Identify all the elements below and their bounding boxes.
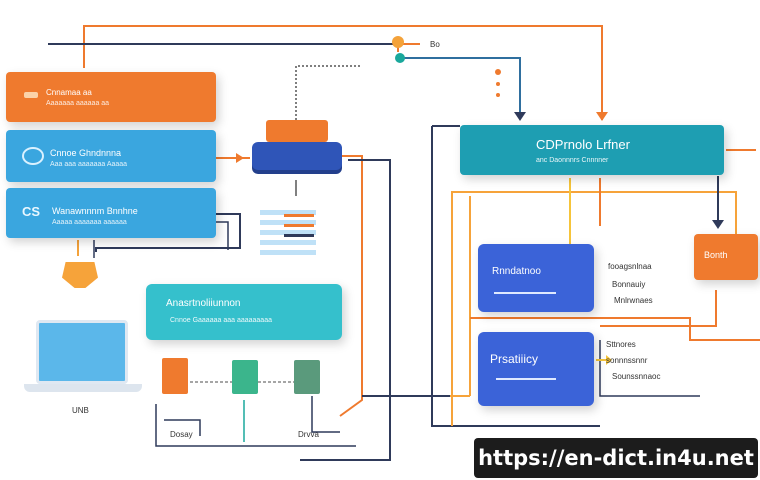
device-green-icon <box>232 360 258 394</box>
middle-process-title: Anasrtnoliiunnon <box>166 298 241 309</box>
left-box-top-sub: Aaaaaaa aaaaaa aa <box>46 100 110 107</box>
left-box-middle[interactable]: Cnnoe Ghndnnna Aaa aaa aaaaaaa Aaaaa <box>6 130 216 182</box>
right-orange-title: Bonth <box>704 250 728 260</box>
cloud-icon <box>22 147 44 165</box>
device-orange-icon <box>162 358 188 394</box>
left-box-top[interactable]: Cnnamaa aa Aaaaaaa aaaaaa aa <box>6 72 216 122</box>
right-block-1-title: Rnndatnoo <box>492 266 541 277</box>
device-dark-icon <box>294 360 320 394</box>
stack-top-layer <box>266 120 328 142</box>
left-box-bottom-sub: Aaaaa aaaaaaa aaaaaa <box>52 219 127 226</box>
bottom-label-1: Dosay <box>170 430 193 439</box>
right-block-1-label-3: Mnlrwnaes <box>614 296 653 305</box>
right-block-2-label-2: sonnnssnnr <box>606 356 648 365</box>
left-box-bottom-title: Wanawnnnm Bnnhne <box>52 206 138 216</box>
cs-icon: CS <box>22 204 41 219</box>
left-box-top-title: Cnnamaa aa <box>46 88 92 97</box>
right-block-2[interactable]: Prsatiiicy <box>478 332 594 406</box>
left-box-middle-title: Cnnoe Ghndnnna <box>50 148 122 158</box>
watermark-url: https://en-dict.in4u.net <box>474 438 758 478</box>
server-list-icon <box>260 206 316 258</box>
right-orange-box[interactable]: Bonth <box>694 234 758 280</box>
laptop-base <box>24 384 142 392</box>
right-block-1-label-2: Bonnauiy <box>612 280 646 289</box>
main-header-sub: anc Daonnnrs Cnnnner <box>536 157 609 164</box>
laptop-label: UNB <box>72 406 89 415</box>
database-icon[interactable] <box>252 142 342 170</box>
middle-process-box[interactable]: Anasrtnoliiunnon Cnnoe Gaaaaaa aaa aaaaa… <box>146 284 342 340</box>
left-box-middle-sub: Aaa aaa aaaaaaa Aaaaa <box>50 161 128 168</box>
folder-icon <box>24 92 38 98</box>
middle-process-sub: Cnnoe Gaaaaaa aaa aaaaaaaaa <box>170 317 272 324</box>
laptop-icon <box>36 320 128 384</box>
main-header-title: CDPrnolo Lrfner <box>536 137 630 152</box>
right-block-2-label-3: Sounssnnaoc <box>612 372 661 381</box>
right-block-1-label-1: fooagsnlnaa <box>608 262 652 271</box>
left-box-bottom[interactable]: CS Wanawnnnm Bnnhne Aaaaa aaaaaaa aaaaaa <box>6 188 216 238</box>
bottom-label-2: Drvva <box>298 430 319 439</box>
right-block-1[interactable]: Rnndatnoo <box>478 244 594 312</box>
top-marker-label: Bo <box>430 40 440 49</box>
right-block-2-label-1: Sttnores <box>606 340 636 349</box>
right-block-2-title: Prsatiiicy <box>490 352 539 366</box>
main-header-box[interactable]: CDPrnolo Lrfner anc Daonnnrs Cnnnner <box>460 125 724 175</box>
